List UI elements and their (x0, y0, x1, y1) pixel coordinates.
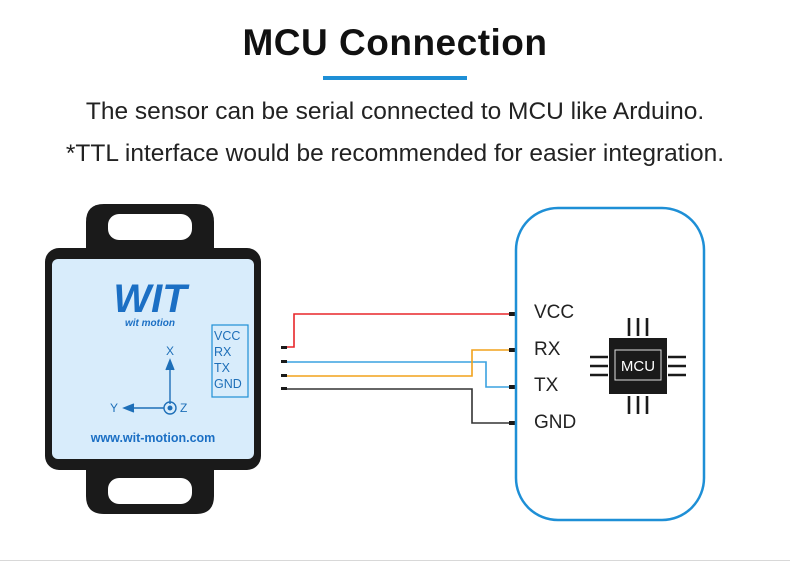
rx-wire (287, 349, 510, 377)
pin-label-box (211, 324, 249, 398)
axis-y-label: Y (110, 401, 118, 415)
sensor-pin-vcc: VCC (214, 329, 240, 343)
mcu-pin-tx: TX (534, 375, 559, 396)
footer-divider (0, 560, 790, 561)
mcu-chip-icon: MCU (590, 318, 686, 414)
vcc-wire (287, 313, 510, 348)
mcu-pin-rx: RX (534, 339, 561, 360)
mcu-pin-vcc: VCC (534, 302, 574, 323)
wit-logo: WIT (113, 277, 190, 321)
sensor-pin-gnd: GND (214, 377, 242, 391)
sensor-pin-rx: RX (214, 345, 232, 359)
website-text: www.wit-motion.com (90, 431, 216, 445)
axis-x-label: X (166, 344, 174, 358)
axis-diagram (122, 358, 177, 415)
brand-text: wit motion (125, 318, 175, 329)
mcu-chip-label: MCU (621, 358, 655, 375)
tx-wire (287, 361, 510, 388)
mcu-connector-pins (509, 312, 515, 425)
wires (287, 313, 510, 424)
page-title: MCU Connection (242, 22, 548, 63)
mcu-pin-gnd: GND (534, 412, 576, 433)
gnd-wire (287, 388, 510, 424)
sensor-pin-tx: TX (214, 361, 231, 375)
title-underline (323, 76, 467, 80)
sensor-device: WIT wit motion VCC RX TX GND X Y Z www.w… (45, 204, 261, 514)
description-line-1: The sensor can be serial connected to MC… (85, 98, 705, 125)
sensor-connector-pins (281, 346, 287, 390)
axis-z-label: Z (180, 401, 187, 415)
description-line-2: *TTL interface would be recommended for … (65, 140, 725, 167)
